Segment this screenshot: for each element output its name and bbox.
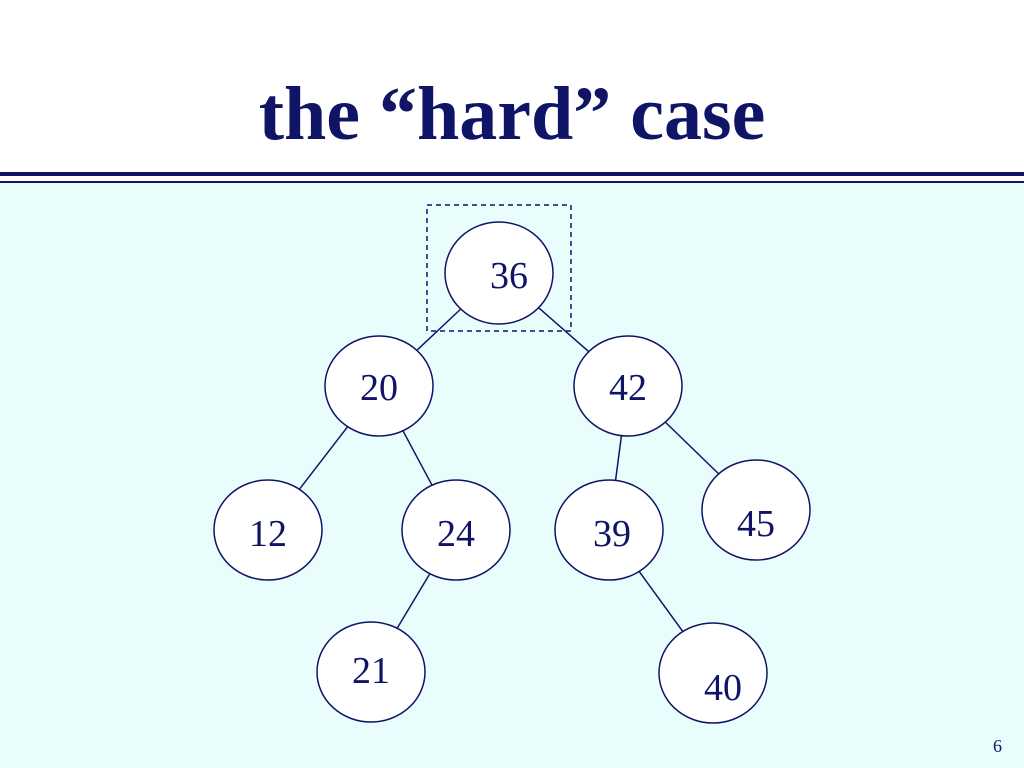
tree-node-42: 42 — [573, 335, 683, 437]
tree-nodes: 36 20 42 12 24 39 45 21 40 — [213, 221, 811, 724]
node-label: 45 — [737, 503, 775, 545]
tree-node-39: 39 — [554, 479, 664, 581]
slide-title: the “hard” case — [258, 72, 766, 156]
node-label: 39 — [593, 513, 631, 555]
node-label: 40 — [704, 667, 742, 709]
node-circle — [573, 335, 683, 437]
title-area: the “hard” case — [0, 0, 1024, 172]
tree-node-36: 36 — [444, 221, 554, 325]
tree-node-24: 24 — [401, 479, 511, 581]
node-label: 20 — [360, 367, 398, 409]
node-circle — [401, 479, 511, 581]
page-number: 6 — [993, 736, 1002, 756]
node-circle — [316, 621, 426, 723]
node-circle — [701, 459, 811, 561]
title-divider-thin — [0, 181, 1024, 183]
tree-node-40: 40 — [658, 622, 768, 724]
tree-node-20: 20 — [324, 335, 434, 437]
tree-node-21: 21 — [316, 621, 426, 723]
node-label: 36 — [490, 255, 528, 297]
node-circle — [554, 479, 664, 581]
tree-edge-36-20 — [416, 308, 462, 351]
node-label: 42 — [609, 367, 647, 409]
node-label: 12 — [249, 513, 287, 555]
node-circle — [444, 221, 554, 325]
tree-node-12: 12 — [213, 479, 323, 581]
node-circle — [658, 622, 768, 724]
title-divider-thick — [0, 172, 1024, 176]
tree-edge-42-39 — [614, 435, 623, 481]
node-circle — [213, 479, 323, 581]
tree-edge-24-21 — [396, 573, 431, 629]
root-highlight-box — [426, 204, 572, 332]
tree-edge-20-24 — [402, 430, 433, 486]
node-label: 21 — [352, 650, 390, 692]
tree-edge-20-12 — [298, 426, 349, 490]
tree-edge-36-42 — [538, 307, 590, 353]
tree-node-45: 45 — [701, 459, 811, 561]
tree-edge-39-40 — [638, 571, 684, 632]
node-label: 24 — [437, 513, 475, 555]
tree-edge-42-45 — [664, 421, 720, 475]
node-circle — [324, 335, 434, 437]
tree-edges — [298, 307, 720, 632]
